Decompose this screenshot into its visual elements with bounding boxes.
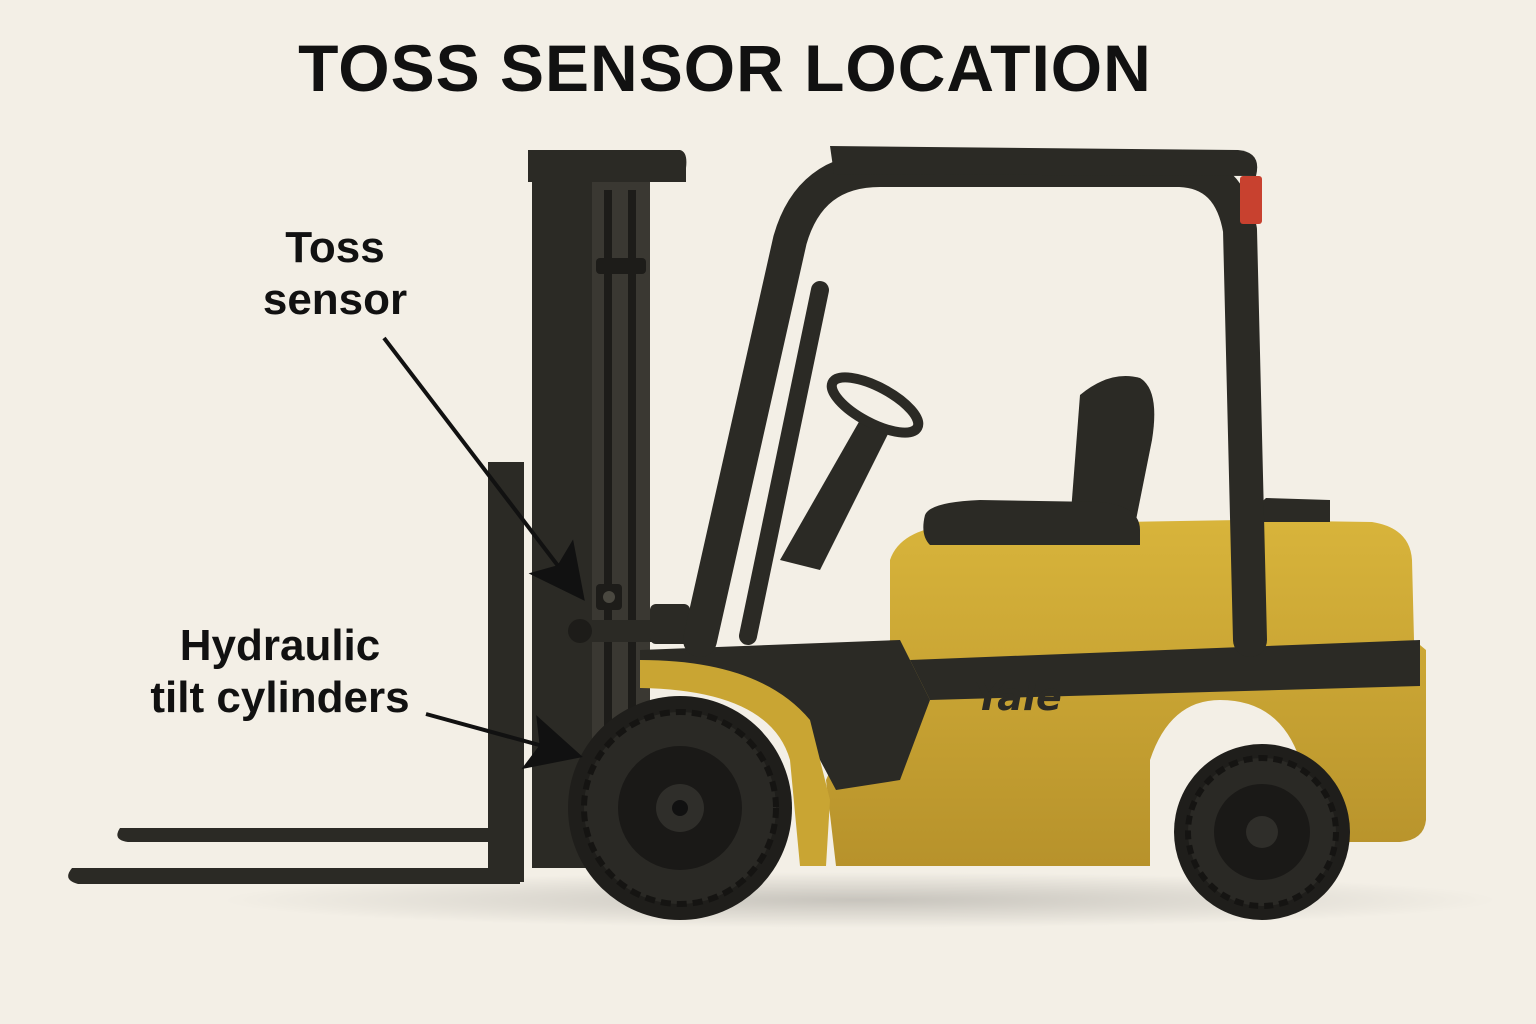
brand-logo: Yale xyxy=(974,675,1061,719)
chassis xyxy=(640,640,930,866)
toss-sensor-label-line2: sensor xyxy=(262,275,408,324)
toss-sensor-arrow xyxy=(382,336,585,601)
toss-sensor xyxy=(596,584,622,610)
page-title: TOSS SENSOR LOCATION xyxy=(298,31,1152,105)
roof-panel xyxy=(830,146,1258,176)
toss-sensor-label-line1: Toss xyxy=(285,223,385,272)
hydraulic-label-line2: tilt cylinders xyxy=(150,673,410,722)
steering-wheel xyxy=(780,372,924,570)
hydraulic-arrow xyxy=(425,712,583,770)
counterweight-body xyxy=(826,498,1426,866)
hydraulic-label: Hydraulic tilt cylinders xyxy=(110,620,450,724)
operator-seat xyxy=(923,376,1155,545)
toss-sensor-label: Toss sensor xyxy=(210,222,460,326)
hydraulic-label-line1: Hydraulic xyxy=(179,621,381,670)
forks xyxy=(68,462,524,884)
front-wheel xyxy=(568,696,792,920)
ground-shadow xyxy=(220,872,1500,928)
tilt-cylinder xyxy=(566,604,690,644)
rear-wheel xyxy=(1174,744,1350,920)
tail-light xyxy=(1240,176,1262,224)
